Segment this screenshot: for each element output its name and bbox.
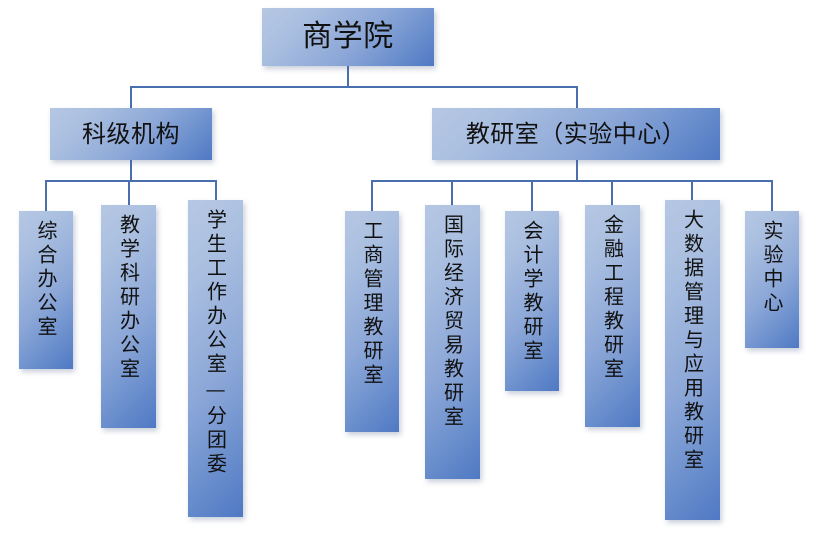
connector-drop-accounting [531, 180, 533, 211]
connector-drop-trade [451, 180, 453, 205]
connector-section-stem [130, 160, 132, 182]
connector-teaching-bus [371, 180, 772, 182]
node-label: 科级机构 [82, 119, 180, 148]
node-leaf-international-trade[interactable]: 国际经济贸易教研室 [425, 205, 480, 479]
node-label: 学生工作办公室—分团委 [203, 209, 228, 477]
node-label: 综合办公室 [34, 220, 58, 340]
node-label: 金融工程教研室 [600, 214, 625, 382]
connector-drop-business [371, 180, 373, 211]
connector-drop-general [45, 180, 47, 211]
node-leaf-academic-affairs-office[interactable]: 教学科研办公室 [101, 205, 156, 428]
node-leaf-financial-engineering[interactable]: 金融工程教研室 [585, 205, 640, 427]
connector-drop-academic [128, 180, 130, 205]
node-label: 会计学教研室 [520, 220, 544, 364]
node-leaf-student-affairs-office[interactable]: 学生工作办公室—分团委 [188, 200, 243, 517]
node-label: 教研室（实验中心） [465, 119, 687, 148]
node-branch-teaching-offices[interactable]: 教研室（实验中心） [432, 108, 720, 160]
node-root-business-school[interactable]: 商学院 [262, 8, 434, 66]
node-label: 商学院 [302, 18, 394, 54]
connector-section-bus [45, 180, 216, 182]
node-leaf-general-office[interactable]: 综合办公室 [19, 211, 73, 369]
connector-drop-lab [771, 180, 773, 211]
connector-teaching-stem [576, 160, 578, 182]
connector-drop-bigdata [691, 180, 693, 200]
node-label: 实验中心 [760, 220, 784, 316]
connector-root-stem [347, 66, 349, 88]
node-label: 教学科研办公室 [116, 214, 141, 382]
connector-drop-finance [611, 180, 613, 205]
node-label: 国际经济贸易教研室 [440, 214, 465, 430]
connector-drop-student [215, 180, 217, 200]
node-leaf-big-data-management[interactable]: 大数据管理与应用教研室 [665, 200, 720, 520]
node-leaf-experiment-center[interactable]: 实验中心 [745, 211, 799, 348]
connector-drop-section [130, 86, 132, 108]
connector-level1-bus [130, 86, 578, 88]
node-label: 工商管理教研室 [360, 220, 384, 388]
node-leaf-accounting[interactable]: 会计学教研室 [505, 211, 559, 391]
node-leaf-business-administration[interactable]: 工商管理教研室 [345, 211, 399, 432]
connector-drop-teaching [576, 86, 578, 108]
node-label: 大数据管理与应用教研室 [680, 209, 705, 473]
node-branch-section-organizations[interactable]: 科级机构 [50, 108, 212, 160]
